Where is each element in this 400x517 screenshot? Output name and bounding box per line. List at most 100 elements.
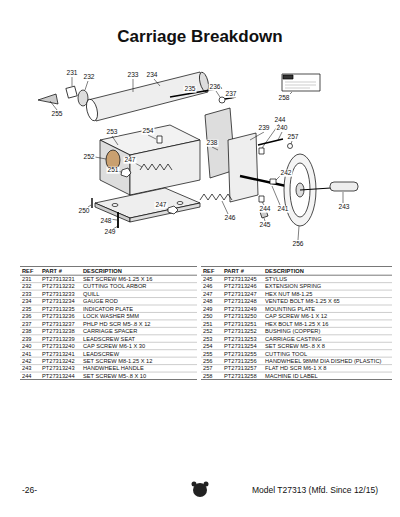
table-cell: 247 (203, 291, 213, 298)
table-cell: PT27313235 (42, 306, 75, 313)
table-cell: PT27313243 (42, 365, 75, 372)
table-cell: 249 (203, 306, 213, 313)
table-cell: CARRIAGE SPACER (83, 328, 137, 335)
callout-number: 258 (277, 95, 290, 102)
table-rule (201, 312, 392, 313)
table-rule (201, 357, 392, 358)
page-footer: Model T27313 (Mfd. Since 12/15) (252, 486, 378, 495)
table-cell: 241 (22, 351, 32, 358)
table-cell: HANDWHEEL 98MM DIA DISHED (PLASTIC) (265, 358, 381, 365)
lock-washer (219, 97, 225, 103)
cutting-tool (38, 94, 58, 104)
quill (88, 72, 208, 121)
table-cell: PT27313253 (224, 336, 257, 343)
table-rule (201, 282, 392, 283)
callout-number: 239 (257, 125, 270, 132)
callout-number: 236 (208, 84, 221, 91)
label-logo (283, 75, 293, 79)
table-cell: PT27313249 (224, 306, 257, 313)
set-screw (66, 86, 77, 98)
table-cell: 237 (22, 321, 32, 328)
table-cell: 251 (203, 321, 213, 328)
table-cell: SET SCREW M5-.8 X 8 (265, 343, 325, 350)
set-screw (259, 148, 264, 154)
table-cell: HANDWHEEL HANDLE (83, 365, 144, 372)
table-cell: 239 (22, 336, 32, 343)
page-title: Carriage Breakdown (0, 28, 400, 45)
table-rule (201, 319, 392, 320)
table-cell: 235 (22, 306, 32, 313)
table-cell: LOCK WASHER 5MM (83, 313, 139, 320)
table-rule (20, 327, 197, 328)
table-cell: 232 (22, 283, 32, 290)
table-rule (201, 266, 392, 267)
table-rule (20, 379, 197, 380)
vented-bolt (117, 212, 119, 228)
table-cell: 250 (203, 313, 213, 320)
table-cell: PT27313258 (224, 373, 257, 380)
table-rule (201, 372, 392, 373)
table-rule (20, 275, 197, 276)
callout-number: 232 (82, 74, 95, 81)
table-rule (201, 349, 392, 350)
table-rule (20, 342, 197, 343)
table-cell: PT27313251 (224, 321, 257, 328)
table-cell: PT27313232 (42, 283, 75, 290)
callout-number: 233 (126, 72, 139, 79)
callout-number: 253 (105, 129, 118, 136)
table-cell: 231 (22, 276, 32, 283)
table-rule (20, 312, 197, 313)
table-header: DESCRIPTION (83, 268, 122, 275)
callout-number: 248 (99, 218, 112, 225)
callout-number: 247 (123, 157, 136, 164)
phillips-screw (225, 97, 236, 99)
table-rule (20, 349, 197, 350)
callout-number: 254 (141, 128, 154, 135)
table-cell: PT27313233 (42, 291, 75, 298)
table-cell: PT27313239 (42, 336, 75, 343)
table-cell: PT27313236 (42, 313, 75, 320)
cap-screw (91, 198, 92, 208)
table-cell: 258 (203, 373, 213, 380)
callout-number: 241 (276, 206, 289, 213)
table-rule (201, 290, 392, 291)
callout-number: 245 (258, 222, 271, 229)
table-cell: PT27313254 (224, 343, 257, 350)
callout-number: 244 (258, 206, 271, 213)
table-cell: PT27313246 (224, 283, 257, 290)
table-cell: PT27313256 (224, 358, 257, 365)
table-rule (20, 290, 197, 291)
table-cell: PT27313240 (42, 343, 75, 350)
set-screw (259, 196, 264, 202)
table-header: DESCRIPTION (265, 268, 304, 275)
table-cell: PT27313252 (224, 328, 257, 335)
table-rule (201, 275, 392, 276)
table-cell: 234 (22, 298, 32, 305)
callout-number: 246 (223, 215, 236, 222)
table-cell: PT27313244 (42, 373, 75, 380)
table-lines (20, 267, 197, 380)
table-lines (201, 267, 392, 380)
flat-head-screw (288, 144, 293, 149)
table-cell: PT27313234 (42, 298, 75, 305)
table-cell: CAP SCREW M6-1 X 30 (83, 343, 145, 350)
table-cell: MOUNTING PLATE (265, 306, 315, 313)
page-footer: -26- (22, 486, 37, 495)
callout-number: 249 (103, 229, 116, 236)
callout-number: 255 (50, 111, 63, 118)
callout-number: 250 (77, 208, 90, 215)
quill-end (84, 98, 99, 122)
table-rule (20, 266, 197, 267)
machine-id-label (282, 74, 320, 91)
set-screw (157, 136, 162, 143)
callout-number: 238 (205, 140, 218, 147)
handwheel-handle (330, 182, 358, 191)
table-rule (20, 334, 197, 335)
callout-number: 251 (106, 167, 119, 174)
hex-bolt (121, 168, 131, 177)
table-cell: PT27313255 (224, 351, 257, 358)
table-cell: PT27313241 (42, 351, 75, 358)
table-cell: 253 (203, 336, 213, 343)
extension-spring (200, 194, 232, 200)
cap-screw (258, 139, 283, 145)
